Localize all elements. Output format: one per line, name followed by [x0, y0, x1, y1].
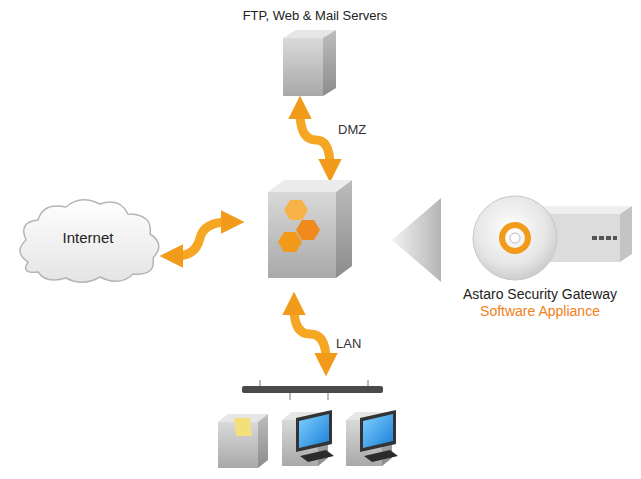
gateway-cube — [268, 180, 352, 278]
lan-bus — [242, 380, 383, 400]
dmz-arrow — [300, 112, 330, 166]
appliance-node: Astaro Security GatewaySoftware Applianc… — [445, 284, 635, 326]
lan-arrow — [294, 308, 326, 360]
node-title: FTP, Web & Mail Servers — [215, 8, 415, 23]
internet-arrow — [176, 222, 228, 256]
server-node: FTP, Web & Mail Servers — [215, 6, 415, 28]
lan-workstation — [346, 410, 398, 466]
cloud-node: Internet — [8, 192, 168, 287]
lan-workstation — [282, 410, 334, 466]
pointer-triangle — [392, 198, 441, 282]
node-subtitle: Software Appliance — [445, 303, 635, 319]
zone-label: LAN — [336, 336, 361, 351]
node-title: Internet — [8, 229, 168, 246]
appliance-illustration — [473, 196, 632, 280]
lan-server — [218, 414, 268, 468]
zone-label: DMZ — [338, 122, 366, 137]
node-title: Astaro Security Gateway — [445, 286, 635, 302]
server-cube — [283, 30, 336, 96]
